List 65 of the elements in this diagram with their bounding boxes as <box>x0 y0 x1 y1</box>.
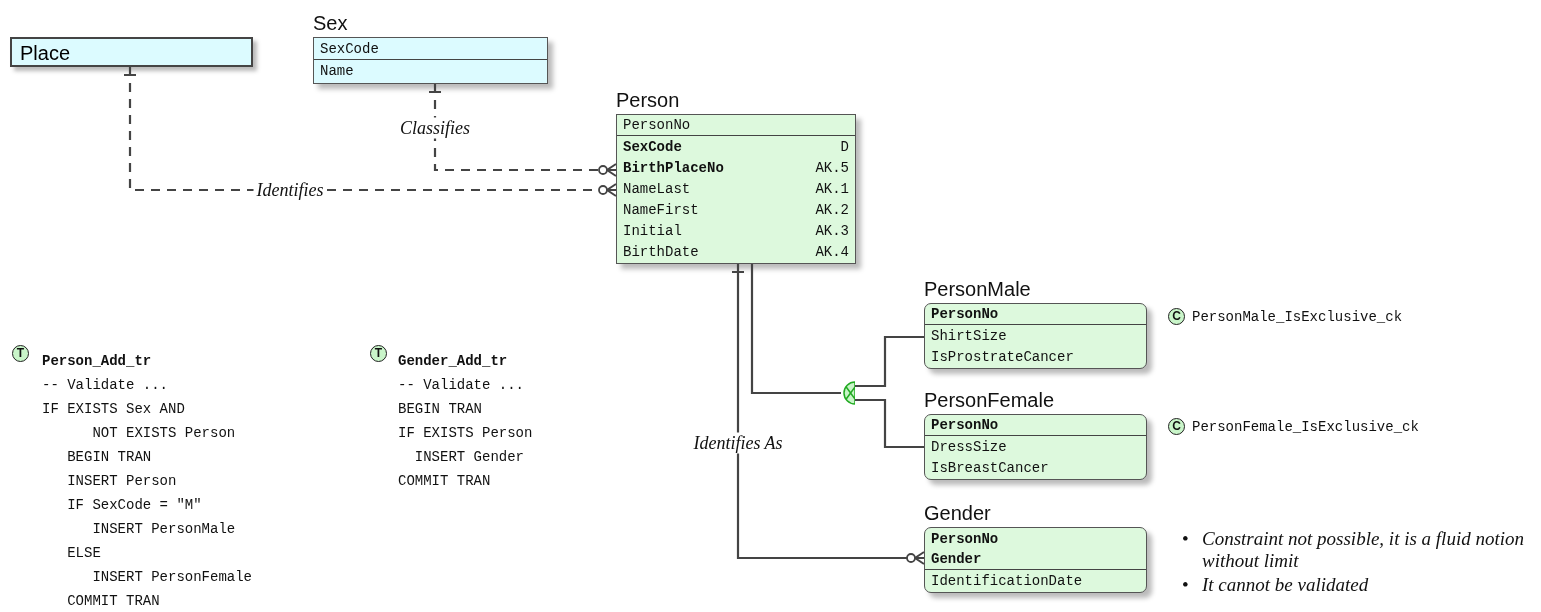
code-line: IF EXISTS Person <box>398 424 533 442</box>
constraint-name: PersonFemale_IsExclusive_ck <box>1192 418 1419 436</box>
key-indicator: AK.3 <box>815 222 849 239</box>
trigger-name: Person_Add_tr <box>42 352 152 370</box>
attribute-name: PersonNo <box>623 117 691 133</box>
code-line: INSERT Gender <box>414 448 524 466</box>
attribute-name: IdentificationDate <box>931 572 1083 589</box>
code-line: ELSE <box>67 544 101 562</box>
key-indicator: AK.4 <box>815 243 849 260</box>
key-indicator: AK.2 <box>815 201 849 218</box>
code-line: NOT EXISTS Person <box>92 424 236 442</box>
relationship-line <box>428 84 617 177</box>
code-line: INSERT PersonMale <box>92 520 236 538</box>
entity-name: Person <box>616 89 680 111</box>
relationship-line <box>123 67 617 197</box>
code-line: -- Validate ... <box>42 376 169 394</box>
attribute-name: Initial <box>623 222 682 239</box>
code-line: BEGIN TRAN <box>398 400 482 418</box>
attribute-name: NameLast <box>623 180 691 197</box>
attribute-name: IsBreastCancer <box>931 459 1049 476</box>
attribute-name: PersonNo <box>931 306 999 322</box>
trigger-marker: T <box>370 345 387 362</box>
entity-box <box>10 37 253 67</box>
attribute-name: NameFirst <box>623 201 699 218</box>
code-line: -- Validate ... <box>398 376 525 394</box>
entity-name: PersonFemale <box>924 389 1055 411</box>
constraint-name: PersonMale_IsExclusive_ck <box>1192 308 1403 326</box>
note-text: Constraint not possible, it is a fluid notion without limit <box>1202 528 1525 572</box>
attribute-name: PersonNo <box>931 530 999 547</box>
entity-name: Sex <box>313 12 348 34</box>
trigger-marker: T <box>12 345 29 362</box>
key-indicator: AK.5 <box>815 159 849 176</box>
attribute-name: SexCode <box>623 138 682 155</box>
bullet: • <box>1182 574 1190 596</box>
attribute-name: PersonNo <box>931 417 999 433</box>
code-line: COMMIT TRAN <box>67 592 160 610</box>
entity-name: Place <box>20 42 71 65</box>
bullet: • <box>1182 528 1190 551</box>
connector-line <box>855 335 924 388</box>
entity-name: PersonMale <box>924 278 1031 300</box>
note-text: It cannot be validated <box>1202 574 1369 596</box>
attribute-name: SexCode <box>320 40 379 57</box>
attribute-name: DressSize <box>931 438 1007 455</box>
code-line: INSERT Person <box>67 472 177 490</box>
subtype-discriminator-icon <box>841 381 855 405</box>
connector-line <box>855 398 924 449</box>
attribute-name: BirthDate <box>623 243 699 260</box>
attribute-name: Gender <box>931 551 982 567</box>
constraint-marker: C <box>1168 308 1185 325</box>
code-line: COMMIT TRAN <box>398 472 491 490</box>
trigger-name: Gender_Add_tr <box>398 352 508 370</box>
code-line: INSERT PersonFemale <box>92 568 253 586</box>
code-line: BEGIN TRAN <box>67 448 152 466</box>
key-indicator: AK.1 <box>815 180 849 197</box>
attribute-name: ShirtSize <box>931 327 1007 344</box>
constraint-marker: C <box>1168 418 1185 435</box>
code-line: IF EXISTS Sex AND <box>42 400 185 418</box>
attribute-name: IsProstrateCancer <box>931 348 1074 365</box>
attribute-name: BirthPlaceNo <box>623 159 724 176</box>
relationship-line <box>731 264 925 565</box>
connector-line <box>750 264 841 395</box>
entity-name: Gender <box>924 502 991 524</box>
attribute-name: Name <box>320 63 354 79</box>
key-indicator: D <box>840 138 849 155</box>
code-line: IF SexCode = "M" <box>67 496 202 514</box>
